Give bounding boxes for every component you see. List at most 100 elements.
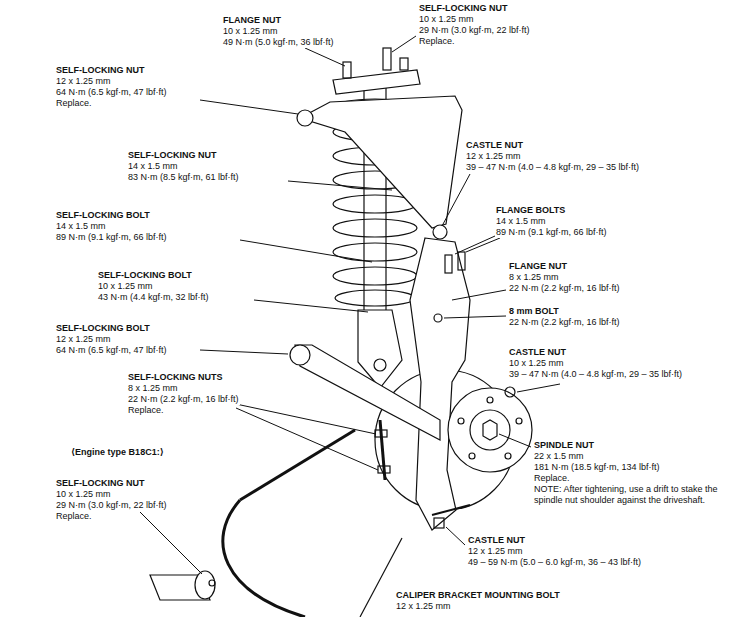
part-name: SELF-LOCKING NUT bbox=[55, 478, 146, 489]
lower-arm bbox=[295, 345, 440, 440]
hub-center bbox=[470, 410, 510, 450]
torque-spec: 22 N·m (2.2 kgf·m, 16 lbf·ft) bbox=[508, 283, 621, 294]
spring-coil bbox=[333, 243, 417, 261]
torque-spec: 8 x 1.25 mm bbox=[127, 383, 179, 394]
leader-line bbox=[200, 350, 288, 354]
ball-joint bbox=[433, 225, 447, 239]
lower-ball-joint bbox=[432, 505, 470, 515]
part-name: 8 mm BOLT bbox=[508, 306, 560, 317]
castle-nut bbox=[434, 518, 444, 528]
mount-stud bbox=[400, 58, 408, 70]
torque-spec: 12 x 1.25 mm bbox=[55, 334, 112, 345]
part-name: SELF-LOCKING NUT bbox=[55, 65, 146, 76]
top-mount bbox=[333, 70, 420, 94]
torque-spec: 89 N·m (9.1 kgf·m, 66 lbf·ft) bbox=[495, 227, 608, 238]
torque-spec: Replace. bbox=[55, 98, 93, 109]
stabilizer-link bbox=[380, 420, 385, 480]
torque-spec: 22 N·m (2.2 kgf·m, 16 lbf·ft) bbox=[508, 317, 621, 328]
spring-coil bbox=[333, 219, 417, 237]
lower-bushing bbox=[290, 345, 310, 365]
spring-coil bbox=[335, 290, 415, 306]
mount-stud bbox=[383, 48, 391, 70]
torque-spec: 49 N·m (5.0 kgf·m, 36 lbf·ft) bbox=[222, 37, 335, 48]
torque-spec: 10 x 1.25 mm bbox=[508, 358, 565, 369]
part-name: SELF-LOCKING BOLT bbox=[55, 323, 151, 334]
torque-spec: 12 x 1.25 mm bbox=[465, 151, 522, 162]
torque-spec: 64 N·m (6.5 kgf·m, 47 lbf·ft) bbox=[55, 87, 168, 98]
wheel-stud bbox=[505, 453, 511, 459]
leader-line bbox=[517, 384, 560, 392]
part-name: SELF-LOCKING NUT bbox=[418, 3, 509, 14]
leader-line bbox=[446, 527, 465, 545]
leader-line bbox=[240, 240, 372, 262]
torque-spec: 29 N·m (3.0 kgf·m, 22 lbf·ft) bbox=[418, 25, 531, 36]
leader-line bbox=[452, 290, 506, 300]
leader-line bbox=[236, 408, 378, 470]
part-name: SELF-LOCKING NUT bbox=[127, 150, 218, 161]
torque-spec: 22 x 1.5 mm bbox=[533, 451, 585, 462]
torque-spec: 12 x 1.25 mm bbox=[55, 76, 112, 87]
fork-bolt bbox=[374, 359, 386, 371]
inset-divider bbox=[240, 430, 355, 500]
part-name: CALIPER BRACKET MOUNTING BOLT bbox=[395, 590, 561, 601]
leader-line bbox=[442, 174, 470, 226]
torque-spec: 49 – 59 N·m (5.0 – 6.0 kgf·m, 36 – 43 lb… bbox=[467, 557, 642, 568]
torque-spec: 39 – 47 N·m (4.0 – 4.8 kgf·m, 29 – 35 lb… bbox=[508, 369, 683, 380]
tie-rod-end bbox=[505, 387, 515, 397]
leader-line bbox=[305, 48, 345, 66]
torque-spec: Replace. bbox=[127, 405, 165, 416]
torque-spec: 83 N·m (8.5 kgf·m, 61 lbf·ft) bbox=[127, 172, 240, 183]
wheel-stud bbox=[458, 418, 464, 424]
leader-line bbox=[499, 434, 531, 447]
part-name: FLANGE BOLTS bbox=[495, 205, 566, 216]
part-name: SELF-LOCKING NUTS bbox=[127, 372, 224, 383]
torque-spec: 10 x 1.25 mm bbox=[418, 14, 475, 25]
arm-bushing bbox=[297, 110, 313, 126]
torque-spec: Replace. bbox=[418, 36, 456, 47]
torque-spec: NOTE: After tightening, use a drift to s… bbox=[533, 484, 725, 506]
torque-spec: 89 N·m (9.1 kgf·m, 66 lbf·ft) bbox=[55, 232, 168, 243]
wheel-stud bbox=[469, 453, 475, 459]
part-name: SELF-LOCKING BOLT bbox=[97, 270, 193, 281]
steering-knuckle bbox=[410, 238, 470, 530]
torque-spec: 10 x 1.25 mm bbox=[55, 489, 112, 500]
upper-arm bbox=[300, 96, 462, 228]
torque-spec: 64 N·m (6.5 kgf·m, 47 lbf·ft) bbox=[55, 345, 168, 356]
bolt-head bbox=[434, 314, 442, 322]
torque-spec: 43 N·m (4.4 kgf·m, 32 lbf·ft) bbox=[97, 292, 210, 303]
wheel-stud bbox=[487, 397, 493, 403]
mount-stud bbox=[343, 62, 351, 78]
torque-spec: 39 – 47 N·m (4.0 – 4.8 kgf·m, 29 – 35 lb… bbox=[465, 162, 640, 173]
wheel-hub bbox=[448, 388, 532, 472]
inset-nut bbox=[209, 580, 215, 586]
torque-spec: 14 x 1.5 mm bbox=[495, 216, 547, 227]
leader-line bbox=[455, 236, 495, 254]
link-nut bbox=[378, 466, 390, 473]
leader-line bbox=[254, 300, 368, 312]
torque-spec: Replace. bbox=[55, 511, 93, 522]
flange-bolt bbox=[458, 252, 465, 270]
leader-line bbox=[200, 100, 298, 114]
part-name: FLANGE NUT bbox=[222, 15, 282, 26]
leader-line bbox=[140, 512, 202, 574]
torque-spec: 22 N·m (2.2 kgf·m, 16 lbf·ft) bbox=[127, 394, 240, 405]
part-name: CASTLE NUT bbox=[508, 347, 567, 358]
leader-lines bbox=[140, 36, 560, 574]
torque-spec: 29 N·m (3.0 kgf·m, 22 lbf·ft) bbox=[55, 500, 168, 511]
leader-line bbox=[288, 181, 392, 190]
leader-line bbox=[236, 404, 376, 434]
flange-bolt bbox=[445, 255, 452, 273]
part-name: CASTLE NUT bbox=[467, 535, 526, 546]
leader-line bbox=[466, 238, 500, 252]
spring-coil bbox=[333, 267, 417, 285]
part-name: SELF-LOCKING BOLT bbox=[55, 210, 151, 221]
inset-bushing bbox=[195, 571, 215, 599]
link-nut bbox=[375, 430, 387, 437]
torque-spec: 12 x 1.25 mm bbox=[467, 546, 524, 557]
torque-spec: Replace. bbox=[533, 473, 571, 484]
spindle-nut bbox=[483, 420, 497, 440]
leader-line bbox=[392, 36, 416, 52]
torque-spec: 14 x 1.5 mm bbox=[127, 161, 179, 172]
part-name: SPINDLE NUT bbox=[533, 440, 595, 451]
torque-spec: 181 N·m (18.5 kgf·m, 134 lbf·ft) bbox=[533, 462, 661, 473]
